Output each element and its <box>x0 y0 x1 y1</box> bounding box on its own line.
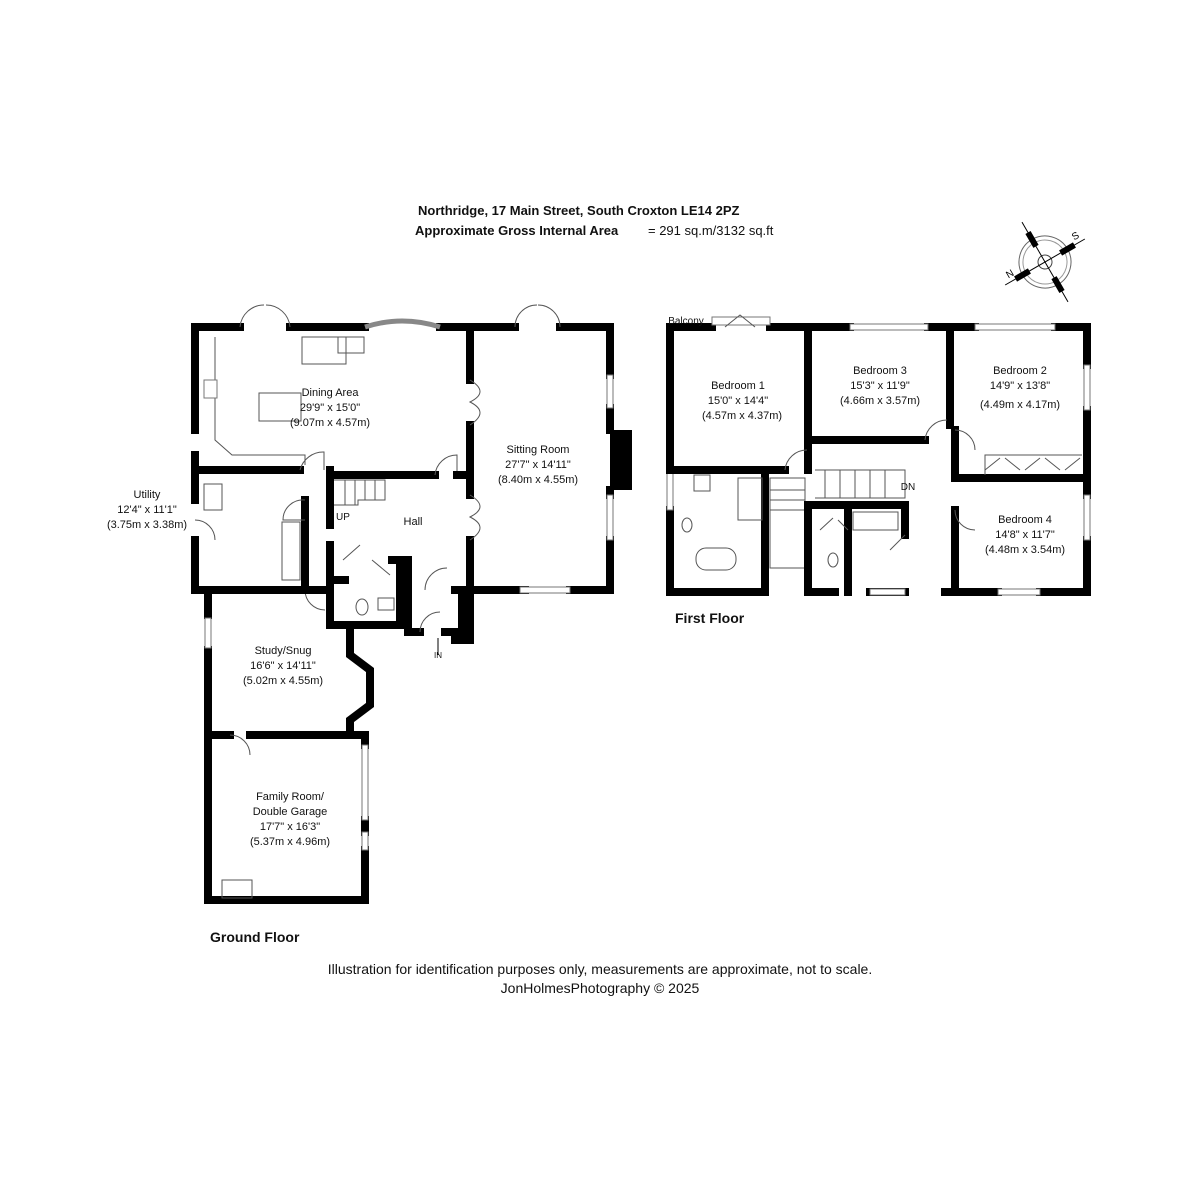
room-size-metric: (9.07m x 4.57m) <box>290 417 370 429</box>
room-name: Bedroom 1 <box>711 380 765 392</box>
compass-south: S <box>1070 230 1082 243</box>
address-title: Northridge, 17 Main Street, South Croxto… <box>418 203 739 218</box>
balcony-label: Balcony <box>668 316 704 327</box>
room-size-imperial: 29'9" x 15'0" <box>300 402 360 414</box>
room-size-imperial: 15'3" x 11'9" <box>850 380 910 392</box>
room-size-imperial: 14'8" x 11'7" <box>995 529 1055 541</box>
ground-floor-plan: UP IN <box>107 304 632 945</box>
room-name: Dining Area <box>302 387 360 399</box>
first-floor-title: First Floor <box>675 610 745 626</box>
room-name-line2: Double Garage <box>253 806 328 818</box>
room-size-imperial: 27'7" x 14'11" <box>505 459 571 471</box>
room-size-metric: (4.48m x 3.54m) <box>985 544 1065 556</box>
area-label: Approximate Gross Internal Area <box>415 223 619 238</box>
compass-icon: N S <box>1004 221 1086 303</box>
room-name: Hall <box>404 516 423 528</box>
room-name: Study/Snug <box>255 645 312 657</box>
disclaimer: Illustration for identification purposes… <box>328 961 872 977</box>
room-name: Utility <box>134 489 161 501</box>
room-size-metric: (5.02m x 4.55m) <box>243 675 323 687</box>
room-size-metric: (3.75m x 3.38m) <box>107 519 187 531</box>
room-size-imperial: 16'6" x 14'11" <box>250 660 316 672</box>
room-name: Family Room/ <box>256 791 325 803</box>
credit: JonHolmesPhotography © 2025 <box>501 980 700 996</box>
room-size-imperial: 17'7" x 16'3" <box>260 821 320 833</box>
room-name: Bedroom 3 <box>853 365 907 377</box>
room-size-imperial: 14'9" x 13'8" <box>990 380 1050 392</box>
room-size-metric: (8.40m x 4.55m) <box>498 474 578 486</box>
room-size-metric: (4.57m x 4.37m) <box>702 410 782 422</box>
ground-floor-title: Ground Floor <box>210 929 300 945</box>
room-size-metric: (4.66m x 3.57m) <box>840 395 920 407</box>
room-name: Bedroom 4 <box>998 514 1052 526</box>
stairs-up-label: UP <box>336 512 350 523</box>
area-value: = 291 sq.m/3132 sq.ft <box>648 223 774 238</box>
room-size-imperial: 15'0" x 14'4" <box>708 395 768 407</box>
room-size-metric: (4.49m x 4.17m) <box>980 399 1060 411</box>
first-floor-plan: Balcony <box>666 314 1091 626</box>
entrance-label: IN <box>434 651 442 660</box>
room-size-imperial: 12'4" x 11'1" <box>117 504 177 516</box>
compass-north: N <box>1004 268 1016 281</box>
room-name: Sitting Room <box>507 444 570 456</box>
room-size-metric: (5.37m x 4.96m) <box>250 836 330 848</box>
stairs-down-label: DN <box>901 482 915 493</box>
room-name: Bedroom 2 <box>993 365 1047 377</box>
